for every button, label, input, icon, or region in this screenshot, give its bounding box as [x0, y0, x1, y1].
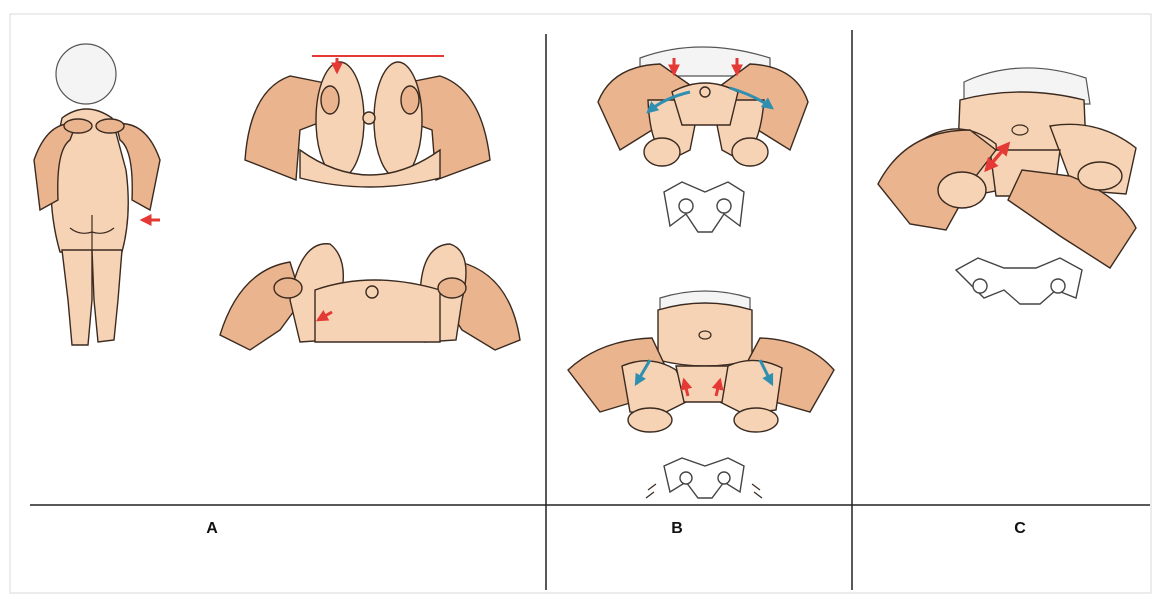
ortolani-maneuver	[568, 291, 834, 432]
panel-label-b: B	[657, 520, 697, 538]
thigh-fold-view	[220, 244, 520, 350]
standing-infant-rear-view	[34, 44, 160, 345]
pelvis-diagram-barlow	[664, 182, 744, 232]
limited-abduction-view	[878, 68, 1136, 268]
barlow-maneuver	[598, 47, 808, 166]
pelvis-diagram-dislocated	[956, 258, 1082, 304]
panel-label-c: C	[1000, 520, 1040, 538]
panel-label-a: A	[192, 520, 232, 538]
pelvis-diagram-ortolani	[646, 458, 762, 498]
knees-flexed-top-view	[245, 62, 490, 187]
